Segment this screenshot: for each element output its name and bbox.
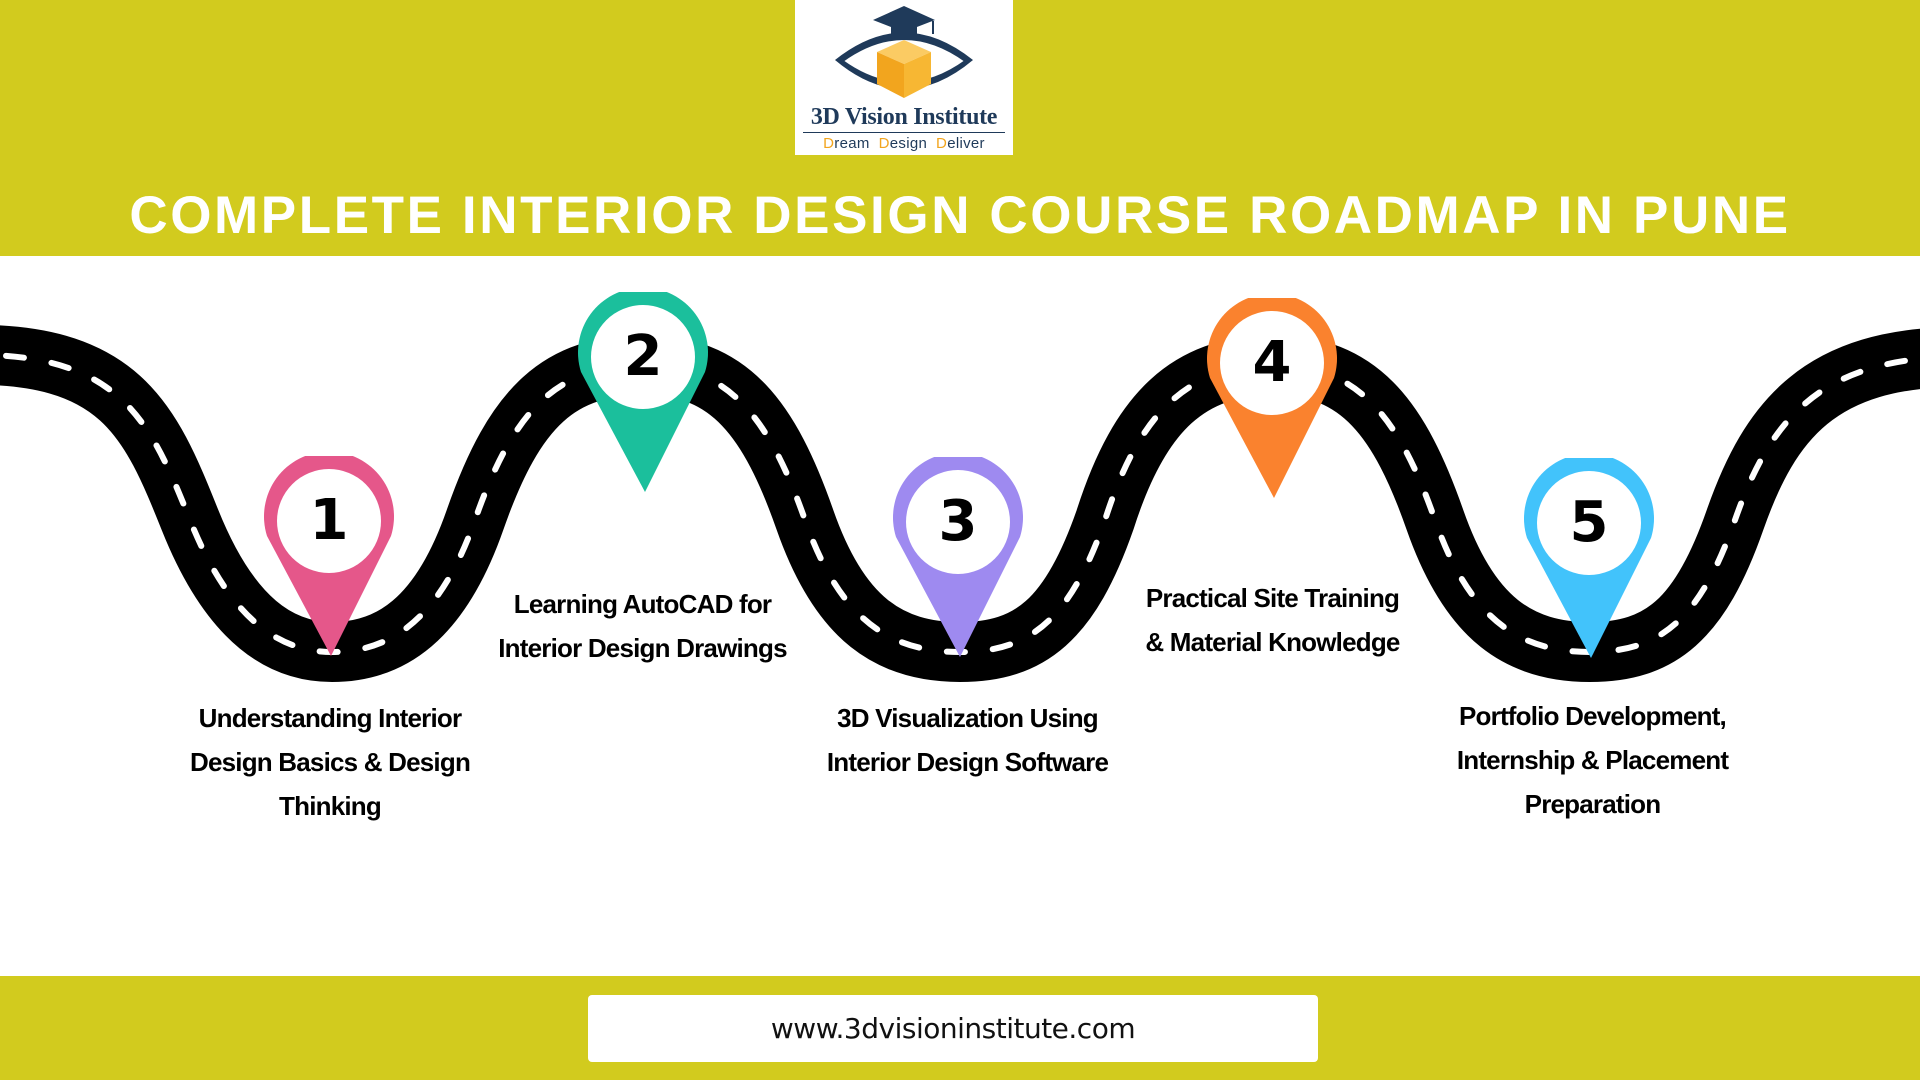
map-pin-icon (893, 452, 1023, 657)
page-title: COMPLETE INTERIOR DESIGN COURSE ROADMAP … (129, 186, 1791, 245)
map-pin-icon (264, 451, 394, 656)
step-5-pin: 5 (1524, 453, 1664, 658)
map-pin-icon (578, 287, 708, 492)
logo-tagline: Dream Design Deliver (823, 135, 985, 152)
map-pin-icon (1207, 293, 1337, 498)
step-3-pin: 3 (893, 452, 1033, 657)
step-1-pin: 1 (264, 451, 404, 656)
step-3-number: 3 (938, 489, 978, 554)
step-2-number: 2 (623, 324, 663, 389)
step-1-label: Understanding Interior Design Basics & D… (189, 703, 471, 821)
institute-logo: 3D Vision Institute Dream Design Deliver (795, 0, 1013, 155)
step-2-pin: 2 (578, 287, 718, 492)
logo-name: 3D Vision Institute (810, 104, 998, 130)
step-4-pin: 4 (1207, 293, 1347, 498)
step-4-label: Practical Site Training & Material Knowl… (1145, 583, 1400, 657)
step-1-number: 1 (309, 488, 349, 553)
eye-cube-logo-icon (835, 6, 973, 98)
website-url-link[interactable]: www.3dvisioninstitute.com (770, 1012, 1136, 1045)
step-5-number: 5 (1569, 490, 1609, 555)
step-5-label: Portfolio Development, Internship & Plac… (1456, 701, 1729, 819)
map-pin-icon (1524, 453, 1654, 658)
website-url-box: www.3dvisioninstitute.com (588, 995, 1318, 1062)
step-3-label: 3D Visualization Using Interior Design S… (826, 703, 1109, 777)
logo-divider (803, 132, 1005, 133)
step-4-number: 4 (1252, 330, 1292, 395)
step-2-label: Learning AutoCAD for Interior Design Dra… (498, 589, 787, 663)
